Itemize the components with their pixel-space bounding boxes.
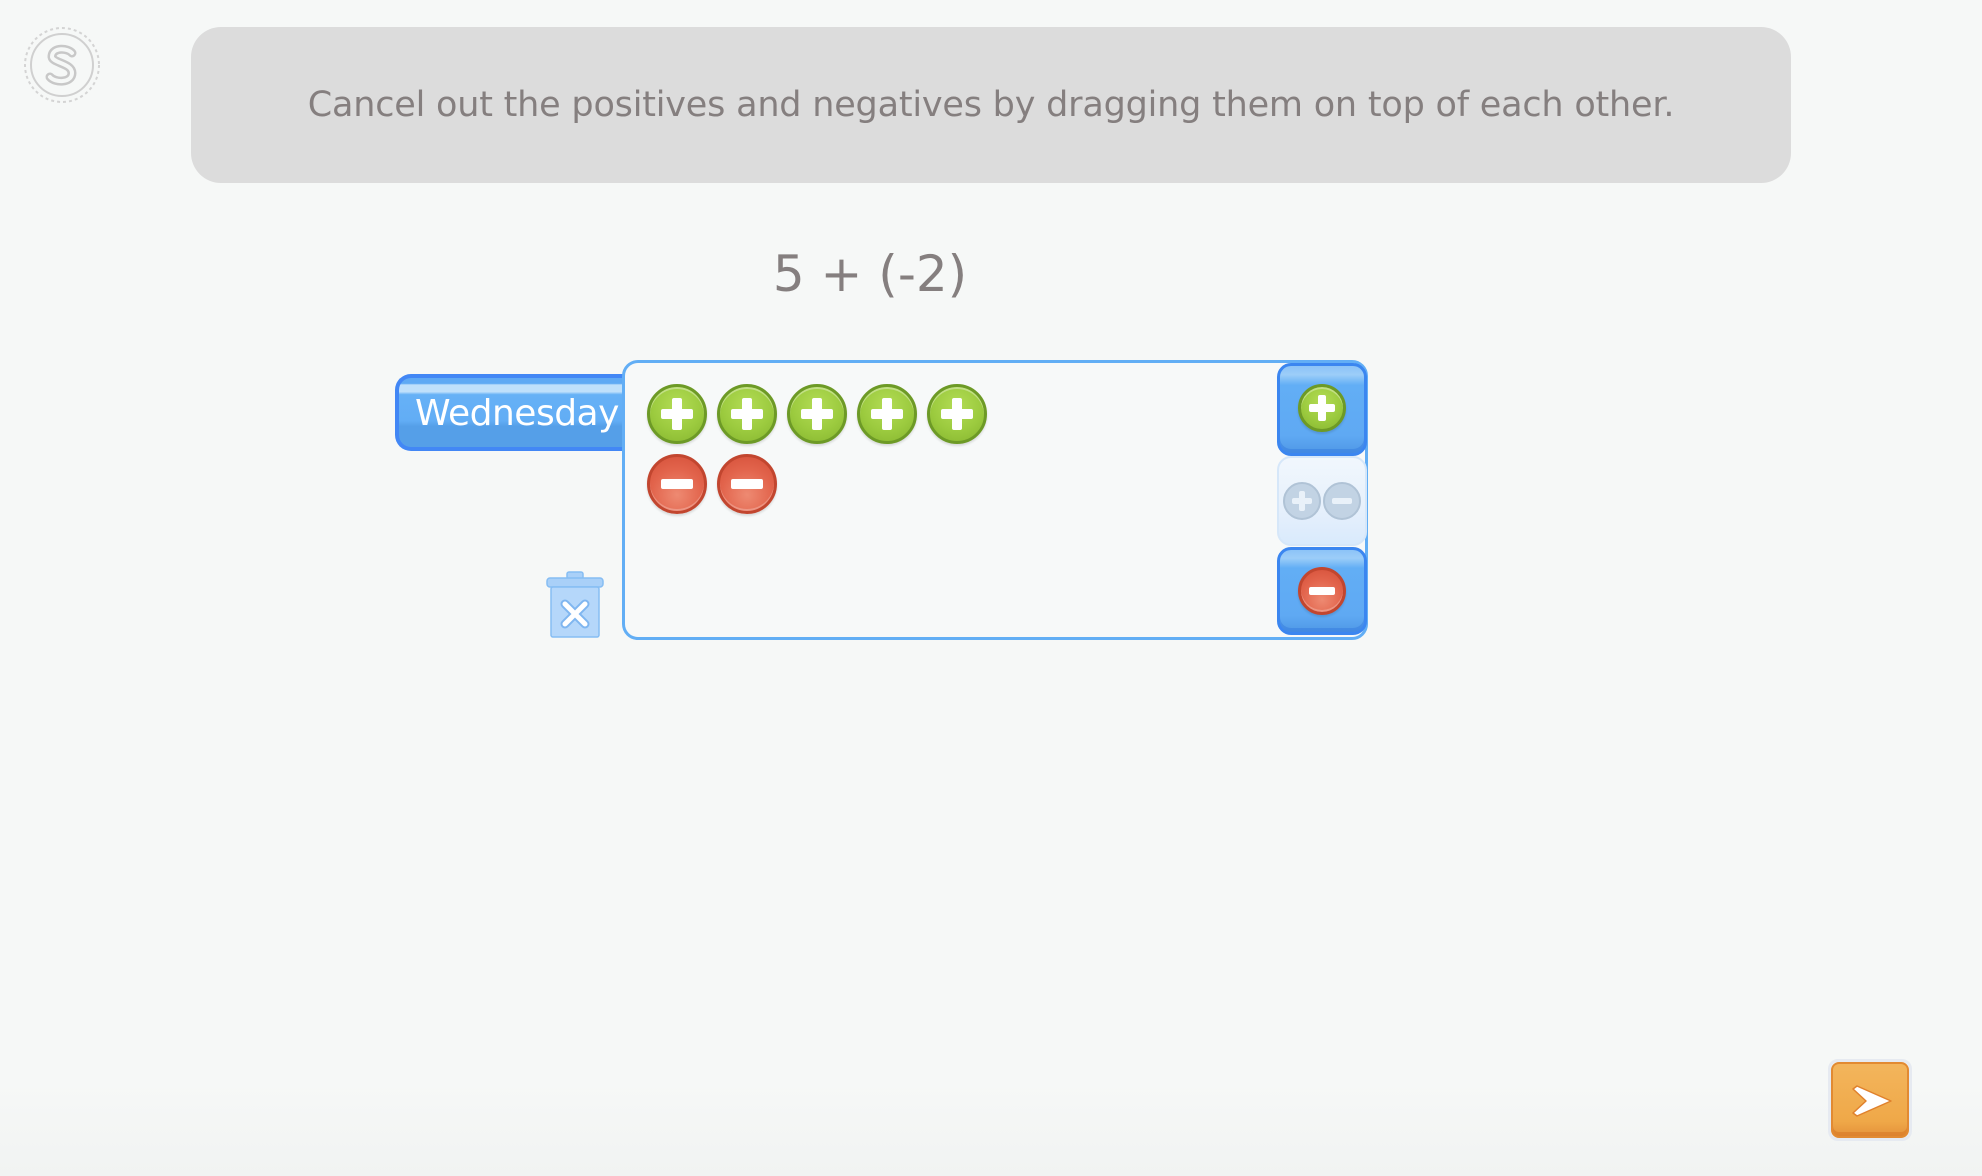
minus-icon — [661, 479, 693, 489]
trash-icon[interactable] — [545, 571, 605, 639]
positive-chip[interactable] — [927, 384, 987, 444]
day-tab-label: Wednesday — [415, 393, 619, 434]
minus-icon — [731, 479, 763, 489]
day-tab: Wednesday — [395, 374, 627, 451]
positive-chip[interactable] — [787, 384, 847, 444]
negative-chip[interactable] — [717, 454, 777, 514]
instruction-banner: Cancel out the positives and negatives b… — [191, 27, 1791, 183]
plus-circle-icon — [1298, 384, 1346, 432]
next-button[interactable] — [1828, 1059, 1912, 1141]
equation-text: 5 + (-2) — [772, 245, 968, 303]
chip-workspace[interactable] — [622, 360, 1368, 640]
arrow-right-icon — [1852, 1085, 1892, 1117]
positive-chip[interactable] — [647, 384, 707, 444]
positive-chip[interactable] — [717, 384, 777, 444]
add-zero-pair-button[interactable] — [1277, 456, 1367, 546]
add-negative-button[interactable] — [1277, 547, 1367, 635]
s-badge-logo-icon — [22, 25, 102, 105]
faded-minus-icon — [1323, 482, 1361, 520]
minus-circle-icon — [1298, 567, 1346, 615]
negative-chip[interactable] — [647, 454, 707, 514]
faded-plus-icon — [1283, 482, 1321, 520]
instruction-text: Cancel out the positives and negatives b… — [307, 85, 1675, 125]
add-positive-button[interactable] — [1277, 363, 1367, 456]
positive-chip[interactable] — [857, 384, 917, 444]
